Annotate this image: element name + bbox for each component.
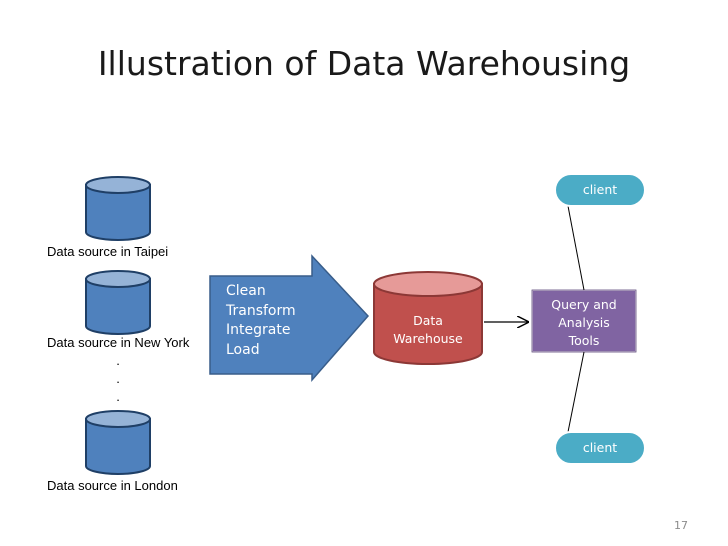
- ellipsis-dot: .: [116, 389, 120, 404]
- process-arrow: [209, 254, 370, 382]
- source-cylinder-london: [85, 410, 151, 475]
- query-tools-label-line: Tools: [568, 333, 600, 348]
- warehouse-label-line: Data: [413, 313, 443, 328]
- connector-bottom-client: [567, 351, 585, 433]
- source-cylinder-taipei: [85, 176, 151, 241]
- warehouse-label-line: Warehouse: [393, 331, 463, 346]
- client-bottom-box: [554, 431, 646, 465]
- slide-title: Illustration of Data Warehousing: [97, 44, 631, 83]
- source-label-london: Data source in London: [47, 478, 178, 493]
- process-step-integrate: Integrate: [226, 322, 291, 338]
- process-step-load: Load: [226, 341, 260, 358]
- ellipsis-dot: .: [116, 371, 120, 386]
- query-tools-label-line: Query and: [551, 297, 617, 312]
- process-steps: Clean Transform Integrate Load: [226, 282, 296, 360]
- data-warehouse-cylinder: [373, 271, 483, 365]
- connector-top-client: [567, 205, 585, 291]
- process-step-transform: Transform: [226, 302, 296, 319]
- ellipsis-dot: .: [116, 353, 120, 368]
- client-bottom-label: client: [582, 440, 618, 455]
- source-label-taipei: Data source in Taipei: [47, 244, 169, 259]
- process-step-clean: Clean: [226, 283, 266, 299]
- query-tools-label-line: Analysis: [558, 315, 610, 330]
- source-cylinder-new-york: [85, 270, 151, 335]
- warehouse-label: Data Warehouse: [378, 312, 478, 348]
- source-label-new-york: Data source in New York: [47, 335, 190, 350]
- page-number: 17: [674, 519, 688, 532]
- client-top-box: [554, 173, 646, 207]
- query-tools-label: Query and Analysis Tools: [532, 296, 636, 350]
- client-top-label: client: [582, 182, 618, 197]
